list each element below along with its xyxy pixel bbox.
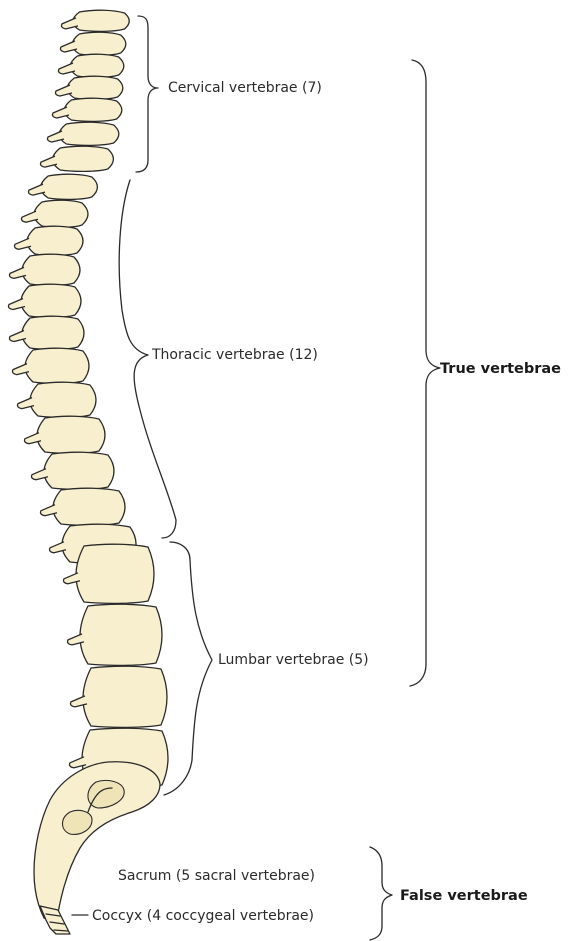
lumbar-vertebra xyxy=(76,544,154,603)
lumbar-bracket xyxy=(164,542,212,795)
true-vertebrae-label: True vertebrae xyxy=(440,361,561,377)
thoracic-vertebra xyxy=(21,284,81,317)
thoracic-vertebra xyxy=(22,316,84,349)
thoracic-vertebra xyxy=(25,348,89,383)
false-vertebrae-bracket xyxy=(370,847,392,940)
thoracic-vertebra xyxy=(30,382,96,417)
cervical-vertebra xyxy=(67,76,123,99)
lumbar-label: Lumbar vertebrae (5) xyxy=(218,652,369,668)
cervical-vertebra xyxy=(72,32,126,55)
cervical-label: Cervical vertebrae (7) xyxy=(168,80,322,96)
thoracic-vertebra xyxy=(37,416,105,453)
cervical-vertebra xyxy=(59,122,119,145)
false-vertebrae-label: False vertebrae xyxy=(400,888,528,904)
cervical-bracket xyxy=(136,16,158,172)
thoracic-label: Thoracic vertebrae (12) xyxy=(151,347,318,363)
thoracic-vertebra xyxy=(44,452,114,489)
vertebral-column xyxy=(9,10,169,787)
thoracic-vertebra xyxy=(34,200,88,227)
coccyx-label: Coccyx (4 coccygeal vertebrae) xyxy=(92,908,314,924)
lumbar-vertebra xyxy=(83,666,167,727)
cervical-vertebra xyxy=(73,10,130,31)
true-vertebrae-bracket xyxy=(410,60,440,686)
cervical-vertebra xyxy=(53,146,114,171)
cervical-vertebra xyxy=(64,98,122,121)
cervical-vertebra xyxy=(70,54,124,77)
labels: Cervical vertebrae (7) Thoracic vertebra… xyxy=(92,80,561,924)
thoracic-vertebra xyxy=(27,226,83,255)
thoracic-vertebra xyxy=(53,488,125,525)
lumbar-vertebra xyxy=(80,604,162,665)
thoracic-vertebra xyxy=(22,254,80,285)
sacrum-label: Sacrum (5 sacral vertebrae) xyxy=(118,868,315,884)
thoracic-vertebra xyxy=(41,174,98,199)
